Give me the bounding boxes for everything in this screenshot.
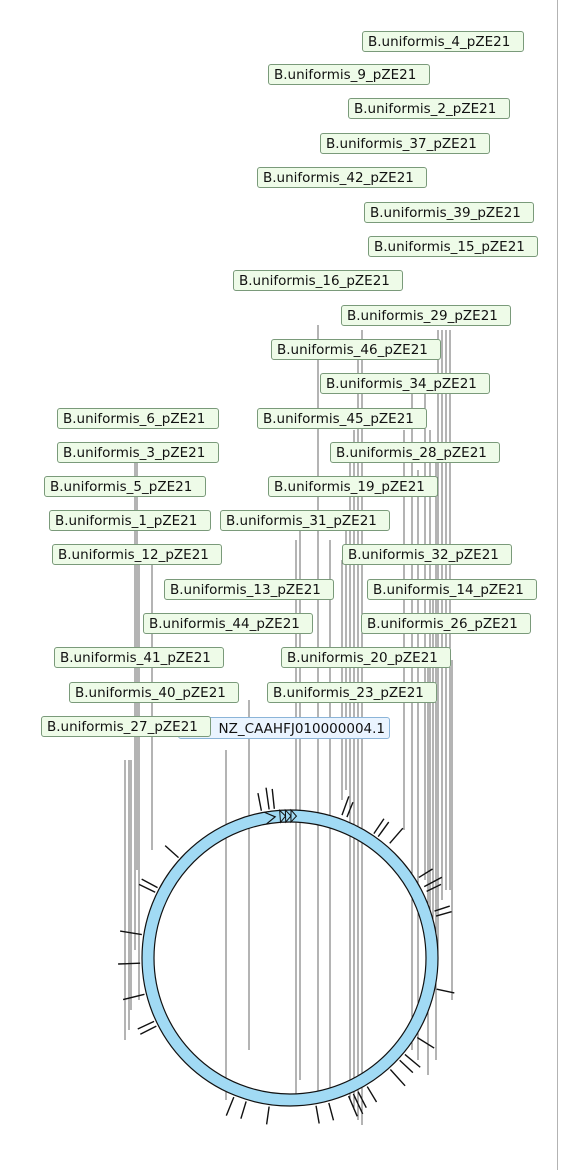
feature-tick [271, 788, 276, 809]
feature-label[interactable]: B.uniformis_42_pZE21 [257, 167, 427, 188]
feature-label[interactable]: B.uniformis_44_pZE21 [143, 613, 313, 634]
feature-label[interactable]: B.uniformis_15_pZE21 [368, 236, 538, 257]
feature-label[interactable]: B.uniformis_19_pZE21 [268, 476, 438, 497]
feature-label[interactable]: B.uniformis_9_pZE21 [268, 64, 430, 85]
feature-label[interactable]: B.uniformis_40_pZE21 [69, 682, 239, 703]
feature-tick [347, 1095, 358, 1117]
feature-tick [416, 1036, 435, 1049]
feature-tick [346, 801, 354, 818]
feature-arrow [279, 809, 287, 824]
feature-label[interactable]: B.uniformis_1_pZE21 [49, 510, 211, 531]
feature-label[interactable]: B.uniformis_31_pZE21 [220, 510, 390, 531]
feature-tick [357, 1091, 367, 1109]
feature-tick [389, 1069, 406, 1087]
feature-tick [257, 792, 263, 811]
feature-tick [341, 796, 350, 816]
feature-tick [426, 883, 442, 892]
feature-label[interactable]: B.uniformis_16_pZE21 [233, 270, 403, 291]
feature-tick [122, 993, 145, 1001]
feature-label[interactable]: B.uniformis_28_pZE21 [330, 442, 500, 463]
feature-label[interactable]: B.uniformis_20_pZE21 [281, 647, 451, 668]
feature-arrow [284, 808, 292, 824]
feature-tick [418, 868, 433, 879]
feature-tick [435, 911, 452, 917]
feature-tick [164, 845, 179, 859]
feature-label[interactable]: B.uniformis_46_pZE21 [271, 339, 441, 360]
feature-tick [404, 1053, 421, 1068]
feature-label[interactable]: B.uniformis_29_pZE21 [341, 305, 511, 326]
scroll-edge[interactable] [557, 0, 568, 1170]
feature-label[interactable]: B.uniformis_32_pZE21 [342, 544, 512, 565]
feature-tick [352, 1093, 364, 1115]
feature-tick [137, 1020, 155, 1030]
feature-tick [240, 1101, 247, 1119]
feature-tick [377, 821, 390, 838]
feature-label[interactable]: B.uniformis_3_pZE21 [57, 442, 219, 463]
feature-tick [138, 883, 156, 893]
feature-tick [389, 827, 404, 844]
feature-label[interactable]: B.uniformis_4_pZE21 [362, 31, 524, 52]
feature-tick [366, 1086, 378, 1103]
feature-label[interactable]: B.uniformis_23_pZE21 [267, 682, 437, 703]
feature-tick [315, 1105, 320, 1124]
feature-tick [434, 905, 450, 912]
feature-tick [328, 1102, 335, 1121]
feature-label[interactable]: B.uniformis_13_pZE21 [164, 579, 334, 600]
feature-tick [139, 1025, 157, 1035]
feature-label[interactable]: B.uniformis_39_pZE21 [364, 202, 534, 223]
feature-tick [225, 1096, 235, 1116]
feature-tick [141, 878, 158, 889]
feature-tick [265, 787, 270, 810]
feature-label[interactable]: B.uniformis_14_pZE21 [367, 579, 537, 600]
feature-label[interactable]: B.uniformis_45_pZE21 [257, 408, 427, 429]
feature-label[interactable]: B.uniformis_27_pZE21 [41, 716, 211, 737]
plasmid-ring [141, 809, 439, 1107]
feature-arrow [290, 808, 298, 824]
feature-tick [399, 1059, 414, 1074]
feature-tick [373, 818, 385, 835]
feature-label[interactable]: B.uniformis_12_pZE21 [52, 544, 222, 565]
sequence-label[interactable]: NZ_CAAHFJ010000004.1 [178, 717, 390, 739]
feature-label[interactable]: B.uniformis_26_pZE21 [361, 613, 531, 634]
feature-tick [423, 876, 443, 888]
feature-label[interactable]: B.uniformis_2_pZE21 [348, 98, 510, 119]
feature-label[interactable]: B.uniformis_6_pZE21 [57, 408, 219, 429]
feature-tick [265, 1106, 270, 1125]
feature-tick [118, 962, 141, 965]
feature-tick [436, 988, 455, 994]
feature-label[interactable]: B.uniformis_37_pZE21 [320, 133, 490, 154]
feature-label[interactable]: B.uniformis_34_pZE21 [320, 373, 490, 394]
feature-label[interactable]: B.uniformis_41_pZE21 [54, 647, 224, 668]
feature-label[interactable]: B.uniformis_5_pZE21 [44, 476, 206, 497]
feature-tick [120, 930, 142, 936]
feature-arrow [264, 811, 277, 825]
